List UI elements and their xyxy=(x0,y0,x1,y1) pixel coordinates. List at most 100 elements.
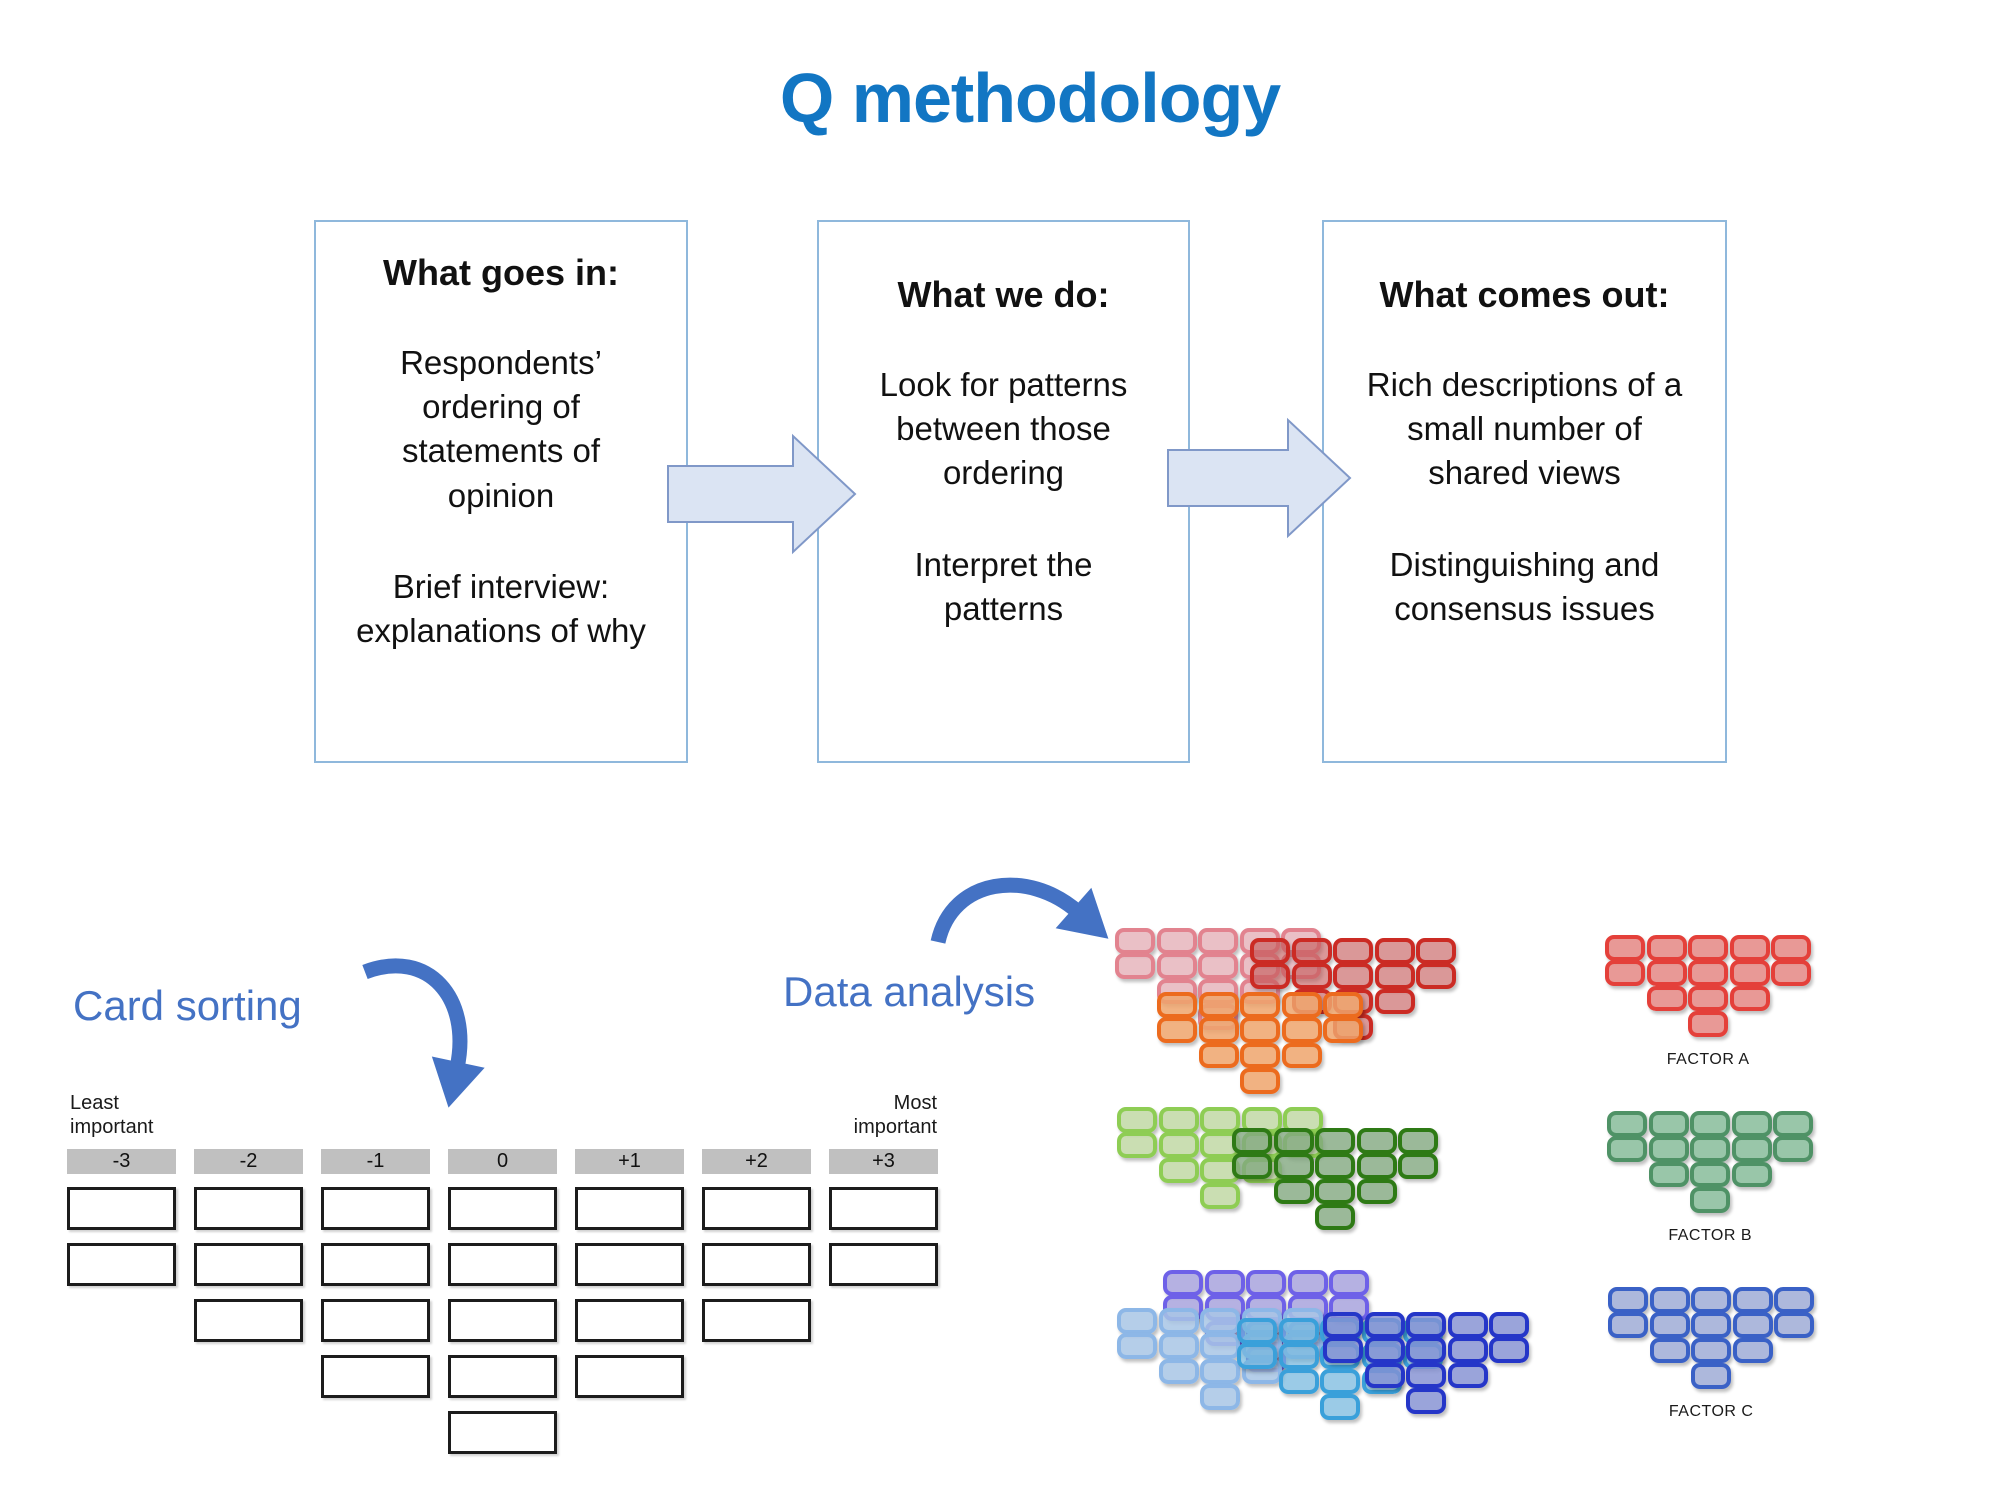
factor-pyramid xyxy=(1731,1161,1772,1188)
blue-cluster-violet-qsort xyxy=(1163,1270,1203,1296)
blue-cluster-light-blue-qsort xyxy=(1117,1333,1157,1359)
sort-slot xyxy=(702,1187,811,1230)
factor-pyramid xyxy=(1688,960,1729,986)
factor-pyramid xyxy=(1771,960,1812,986)
factor-pyramid xyxy=(1691,1363,1732,1389)
factor-pyramid xyxy=(1646,935,1687,961)
sort-slot xyxy=(67,1187,176,1230)
sort-slot xyxy=(194,1187,303,1230)
flow-box-heading: What comes out: xyxy=(1379,274,1670,315)
factor-pyramid xyxy=(1731,1136,1772,1162)
red-cluster-pink-qsort xyxy=(1198,928,1239,954)
sort-slot xyxy=(448,1187,557,1230)
red-cluster-orange-qsort xyxy=(1198,1017,1239,1043)
factor-pyramid xyxy=(1731,1111,1772,1137)
green-cluster-dark-green-qsort xyxy=(1356,1153,1397,1179)
flow-box-what-comes-out: What comes out: Rich descriptions of a s… xyxy=(1322,220,1727,763)
green-cluster-light-green-qsort xyxy=(1158,1157,1199,1184)
red-cluster-orange-qsort xyxy=(1323,1017,1364,1043)
red-cluster-orange-qsort xyxy=(1323,992,1364,1018)
factor-pyramid xyxy=(1688,1011,1729,1037)
factor-pyramid xyxy=(1732,1287,1773,1313)
data-analysis-arrow xyxy=(930,877,1109,944)
blue-cluster-light-blue-qsort xyxy=(1200,1358,1241,1385)
blue-cluster-cyan-qsort xyxy=(1320,1368,1361,1395)
blue-cluster-dark-blue-qsort xyxy=(1364,1362,1405,1389)
most-important-label: Most important xyxy=(853,1092,937,1138)
factor-pyramid xyxy=(1649,1337,1690,1364)
green-cluster-light-green-qsort xyxy=(1200,1183,1241,1209)
blue-cluster-dark-blue-qsort xyxy=(1323,1337,1363,1363)
blue-cluster-dark-blue-qsort xyxy=(1447,1337,1488,1363)
blue-cluster-dark-blue-qsort xyxy=(1406,1388,1447,1414)
factor-pyramid xyxy=(1690,1187,1731,1213)
factor-pyramid xyxy=(1691,1287,1732,1313)
least-important-label: Least important xyxy=(70,1092,154,1138)
factor-pyramid xyxy=(1773,1136,1814,1162)
factor-pyramid xyxy=(1691,1337,1732,1364)
red-cluster-dark-red-qsort xyxy=(1416,963,1457,989)
blue-cluster-light-blue-qsort xyxy=(1117,1308,1157,1334)
data-analysis-label: Data analysis xyxy=(783,968,1036,1015)
factor-pyramid xyxy=(1774,1287,1815,1313)
green-cluster-dark-green-qsort xyxy=(1315,1153,1356,1179)
sort-slot xyxy=(702,1243,811,1286)
blue-cluster-cyan-qsort xyxy=(1320,1394,1361,1420)
factor-pyramid xyxy=(1646,960,1687,986)
factor-pyramid xyxy=(1607,1136,1647,1162)
factor-pyramid xyxy=(1773,1111,1814,1137)
flow-box-paragraph: Look for patterns between those ordering xyxy=(879,366,1128,492)
green-cluster-dark-green-qsort xyxy=(1315,1128,1356,1154)
red-cluster-dark-red-qsort xyxy=(1374,938,1415,964)
red-cluster-dark-red-qsort xyxy=(1374,988,1415,1015)
red-cluster-pink-qsort xyxy=(1198,953,1239,979)
sort-slot xyxy=(321,1299,430,1342)
factor-pyramid xyxy=(1690,1136,1731,1162)
column-header: -2 xyxy=(194,1149,303,1174)
flow-box-paragraph: Rich descriptions of a small number of s… xyxy=(1366,366,1683,492)
flow-box-heading: What we do: xyxy=(897,274,1110,315)
factor-pyramid xyxy=(1690,1161,1731,1188)
blue-cluster-dark-blue-qsort xyxy=(1364,1312,1405,1338)
blue-cluster-dark-blue-qsort xyxy=(1447,1312,1488,1338)
blue-cluster-light-blue-qsort xyxy=(1158,1333,1199,1359)
red-cluster-dark-red-qsort xyxy=(1333,963,1374,989)
green-cluster-dark-green-qsort xyxy=(1273,1128,1314,1154)
factor-pyramid xyxy=(1605,935,1645,961)
column-header: -3 xyxy=(67,1149,176,1174)
red-cluster-orange-qsort xyxy=(1157,1017,1197,1043)
factor-pyramid xyxy=(1648,1161,1689,1188)
blue-cluster-light-blue-qsort xyxy=(1158,1308,1199,1334)
card-sorting-label: Card sorting xyxy=(73,982,302,1029)
blue-cluster-dark-blue-qsort xyxy=(1406,1337,1447,1363)
blue-cluster-violet-qsort xyxy=(1246,1270,1287,1296)
factor-pyramid xyxy=(1729,935,1770,961)
green-cluster-dark-green-qsort xyxy=(1398,1128,1439,1154)
green-cluster-dark-green-qsort xyxy=(1398,1153,1439,1179)
factor-label: FACTOR B xyxy=(1668,1226,1753,1244)
sort-slot xyxy=(448,1299,557,1342)
sort-slot xyxy=(575,1243,684,1286)
column-header: -1 xyxy=(321,1149,430,1174)
blue-cluster-light-blue-qsort xyxy=(1200,1384,1241,1410)
factor-pyramid xyxy=(1649,1312,1690,1338)
factor-pyramid xyxy=(1690,1111,1731,1137)
red-cluster-orange-qsort xyxy=(1281,1017,1322,1043)
factor-pyramid xyxy=(1608,1287,1648,1313)
blue-cluster-violet-qsort xyxy=(1329,1270,1370,1296)
green-cluster-light-green-qsort xyxy=(1200,1107,1241,1133)
blue-cluster-dark-blue-qsort xyxy=(1364,1337,1405,1363)
blue-cluster-light-blue-qsort xyxy=(1200,1333,1241,1359)
blue-cluster-cyan-qsort xyxy=(1278,1343,1319,1369)
red-cluster-dark-red-qsort xyxy=(1416,938,1457,964)
sort-slot xyxy=(829,1243,938,1286)
factor-pyramid xyxy=(1691,1312,1732,1338)
factor-pyramid xyxy=(1648,1111,1689,1137)
blue-cluster-violet-qsort xyxy=(1287,1270,1328,1296)
blue-cluster-light-blue-qsort xyxy=(1200,1308,1241,1334)
red-cluster-dark-red-qsort xyxy=(1333,938,1374,964)
red-cluster-dark-red-qsort xyxy=(1250,938,1290,964)
factor-pyramid xyxy=(1729,960,1770,986)
green-cluster-light-green-qsort xyxy=(1158,1132,1199,1158)
